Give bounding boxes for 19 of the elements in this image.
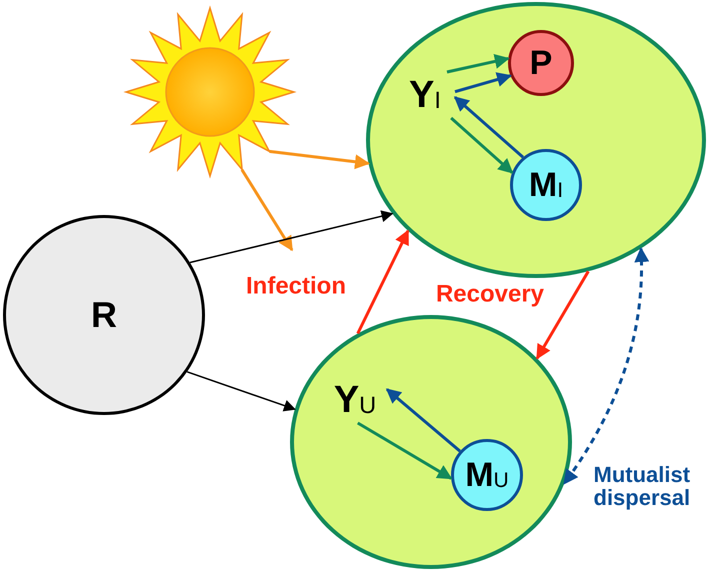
edge-label: Mutualist dispersal (594, 462, 692, 510)
arrow (446, 54, 510, 74)
arrow (450, 116, 514, 174)
edge-label: Recovery (436, 281, 544, 307)
arrow (356, 229, 410, 334)
arrow (240, 168, 294, 252)
arrow (357, 422, 452, 480)
arrow (454, 96, 524, 158)
sun-drawing (123, 5, 297, 179)
circle-node: P (508, 30, 574, 96)
arrow (190, 210, 394, 264)
arrow (454, 72, 512, 94)
arrow (386, 388, 461, 452)
edge-label: Infection (246, 273, 346, 299)
circle-node: R (3, 215, 205, 415)
arrow (563, 247, 649, 485)
arrow (186, 371, 296, 412)
arrow (269, 150, 370, 170)
arrow (536, 270, 590, 360)
